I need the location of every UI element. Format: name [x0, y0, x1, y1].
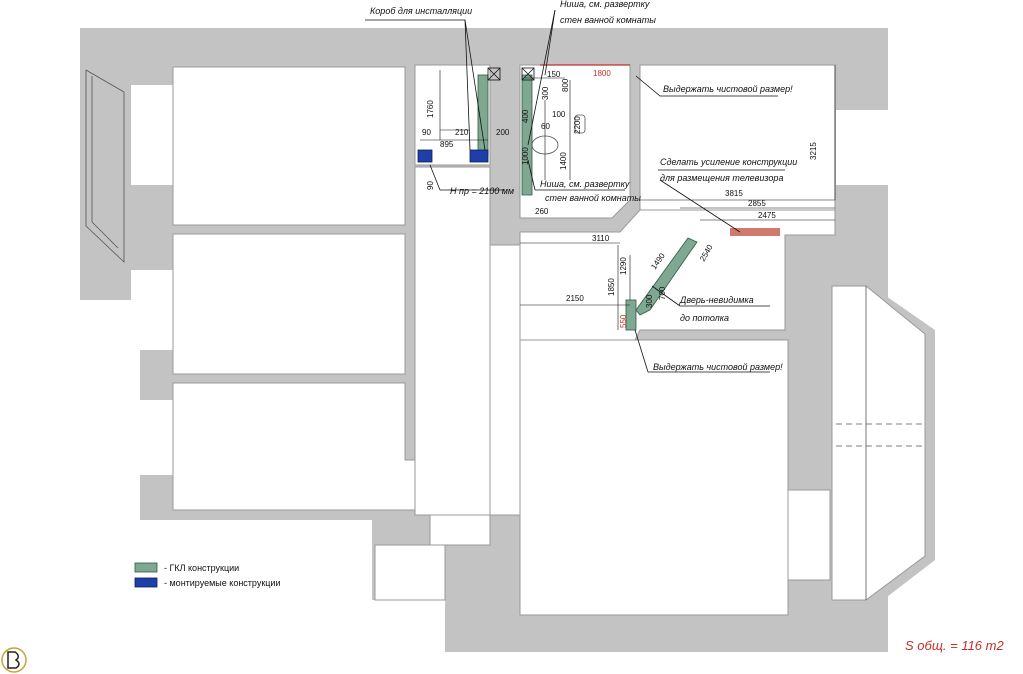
right-bay-room	[831, 285, 926, 601]
note-hpr: H пр = 2100 мм	[450, 186, 514, 196]
mounted-block-2	[469, 149, 489, 163]
window-openings	[131, 85, 888, 475]
bathroom-installation	[414, 64, 491, 166]
dim-60: 60	[541, 122, 550, 131]
vestibule	[374, 544, 446, 601]
left-bay-window-pane	[91, 76, 119, 249]
window-opening-3	[131, 400, 173, 475]
dim-300b: 300	[645, 294, 654, 308]
note-nisha-top-1: Ниша, см. развертку	[560, 0, 650, 9]
legend-gkl-label: - ГКЛ конструкции	[164, 563, 239, 573]
note-usilenie-1: Сделать усиление конструкции	[660, 157, 797, 167]
fixtures	[487, 64, 630, 155]
corridor-extension	[489, 244, 521, 516]
storage	[429, 514, 491, 546]
dim-1850: 1850	[607, 278, 616, 296]
logo-mark	[1, 647, 27, 673]
mounted-block-1	[417, 149, 433, 163]
dim-90b: 90	[426, 181, 435, 190]
dim-800: 800	[561, 78, 570, 92]
note-dver-2: до потолка	[680, 313, 729, 323]
note-dver-1: Дверь-невидимка	[679, 295, 754, 305]
dimension-lines	[420, 65, 836, 330]
left-bay-window	[85, 69, 125, 263]
gkl-bath-niche	[521, 74, 533, 196]
leader-nisha-top	[544, 9, 556, 76]
legend-gkl-swatch	[134, 562, 158, 573]
dim-3215: 3215	[809, 142, 818, 160]
note-vyderzhat-2: Выдержать чистовой размер!	[653, 362, 783, 372]
right-bay-window	[831, 285, 926, 601]
note-nisha-mid-2: стен ванной комнаты	[545, 193, 641, 203]
legend: - ГКЛ конструкции - монтируемые конструк…	[134, 562, 280, 588]
annotations: Короб для инсталляции Ниша, см. развертк…	[370, 0, 797, 372]
dim-260: 260	[535, 207, 549, 216]
dim-1760: 1760	[426, 100, 435, 118]
note-nisha-top-2: стен ванной комнаты	[560, 15, 656, 25]
note-korob: Короб для инсталляции	[370, 6, 472, 16]
niche-box-top	[521, 67, 535, 81]
legend-mount-swatch	[134, 577, 158, 588]
dim-210: 210	[455, 128, 469, 137]
corridor	[414, 166, 491, 516]
window-opening-4	[836, 110, 888, 185]
gkl-curved-wall	[635, 237, 698, 316]
dim-2475: 2475	[758, 211, 776, 220]
dim-150: 150	[547, 70, 561, 79]
dim-2855: 2855	[748, 199, 766, 208]
note-usilenie-2: для размещения телевизора	[660, 173, 783, 183]
dim-3815: 3815	[725, 189, 743, 198]
dim-550: 550	[619, 314, 628, 328]
left-bay-window-frame	[85, 69, 125, 263]
note-vyderzhat-1: Выдержать чистовой размер!	[663, 84, 793, 94]
dim-1800: 1800	[593, 69, 611, 78]
area-total: S общ. = 116 m2	[905, 638, 1004, 653]
dim-300: 300	[541, 86, 550, 100]
dim-400: 400	[521, 109, 530, 123]
dim-3110: 3110	[592, 234, 610, 243]
dim-2200: 2200	[573, 116, 582, 134]
dim-895: 895	[440, 140, 454, 149]
dim-700: 700	[658, 286, 667, 300]
dim-2150: 2150	[566, 294, 584, 303]
dim-200: 200	[496, 128, 510, 137]
toilet	[574, 114, 586, 134]
tv-reinforcement	[730, 228, 780, 236]
window-opening-1	[131, 85, 173, 185]
installation-box-top	[487, 67, 501, 81]
bedroom-top-left	[172, 66, 406, 226]
gkl-door-jamb	[625, 299, 637, 331]
dim-1290: 1290	[619, 257, 628, 275]
room-bottom-right	[519, 339, 789, 616]
dim-90a: 90	[422, 128, 431, 137]
living-room	[639, 64, 836, 211]
note-nisha-mid-1: Ниша, см. развертку	[540, 179, 630, 189]
room-bottom-right-niche	[787, 489, 831, 581]
rooms	[172, 64, 836, 616]
mounted-constructions	[417, 149, 489, 163]
room-bottom-left	[172, 382, 416, 511]
dim-1000: 1000	[521, 147, 530, 165]
dim-1400: 1400	[559, 152, 568, 170]
leader-lines	[365, 9, 785, 373]
left-bay-wall	[80, 60, 130, 270]
bedroom-middle-left	[172, 233, 406, 375]
dim-100: 100	[552, 110, 566, 119]
legend-mount-label: - монтируемые конструкции	[164, 578, 280, 588]
window-opening-2	[131, 270, 173, 350]
leader-vyderzhat-1	[635, 75, 778, 97]
